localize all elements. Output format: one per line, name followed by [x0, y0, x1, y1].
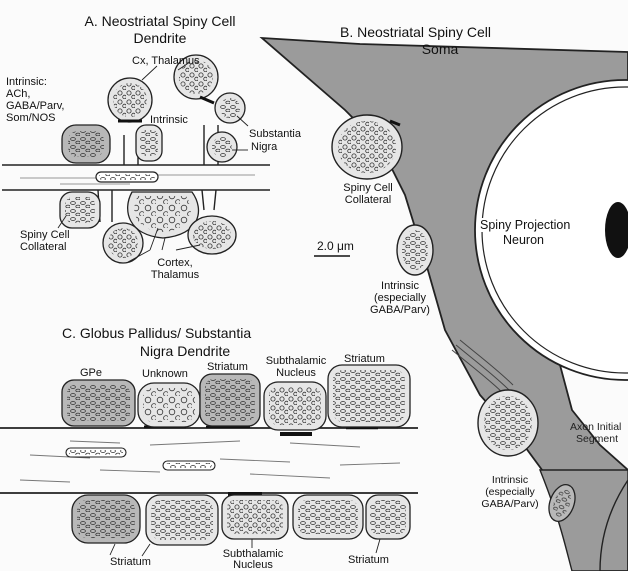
- bouton-intrinsic-axon: [478, 390, 538, 456]
- label-axon-line2: Segment: [576, 433, 618, 445]
- bouton-substantia-nigra-1: [215, 93, 245, 123]
- panel-b-title-line1: B. Neostriatal Spiny Cell: [340, 24, 491, 40]
- label-spiny-collateral-b-line2: Collateral: [330, 194, 406, 206]
- bouton-spiny-collateral-b: [332, 115, 402, 179]
- label-striatum-bottom-left: Striatum: [110, 556, 151, 568]
- label-cortex-line1: Cortex,: [140, 257, 210, 269]
- bouton-subthalamic-bottom: [222, 495, 288, 539]
- bouton-striatum-bottom2: [146, 495, 218, 545]
- label-unknown: Unknown: [142, 368, 188, 380]
- bouton-subthalamic-top: [264, 382, 326, 430]
- label-subthalamic-top-line1: Subthalamic: [260, 355, 332, 367]
- label-striatum-top2: Striatum: [344, 353, 385, 365]
- label-striatum-top1: Striatum: [207, 361, 248, 373]
- bouton-striatum-top2: [328, 365, 410, 427]
- bouton-striatum-bottom3: [293, 495, 363, 539]
- label-gpe: GPe: [80, 367, 102, 379]
- panel-a-title-line2: Dendrite: [60, 30, 260, 46]
- label-intrinsic-b-line3: GABA/Parv): [360, 304, 440, 316]
- label-intrinsic-b2-line2: (especially: [470, 486, 550, 498]
- bouton-striatum-bottom1: [72, 495, 140, 543]
- panel-c-title-line1: C. Globus Pallidus/ Substantia: [62, 325, 251, 341]
- bouton-cx-thalamus-a1: [108, 78, 152, 122]
- label-substantia-line1: Substantia: [249, 128, 301, 140]
- label-spiny-collateral-b-line1: Spiny Cell: [330, 182, 406, 194]
- scale-bar-label: 2.0 μm: [317, 240, 354, 252]
- label-subthalamic-bottom-line2: Nucleus: [215, 559, 291, 571]
- label-spiny-projection-line1: Spiny Projection: [478, 218, 572, 232]
- label-intrinsic-line2: ACh,: [6, 88, 30, 100]
- bouton-gpe: [62, 380, 135, 426]
- label-substantia-line2: Nigra: [251, 141, 277, 153]
- label-intrinsic-line1: Intrinsic:: [6, 76, 47, 88]
- label-spiny-collateral-a-line2: Collateral: [20, 241, 66, 253]
- label-intrinsic-line4: Som/NOS: [6, 112, 56, 124]
- pallidal-dendrite-c: [0, 427, 418, 494]
- label-intrinsic-b2-line3: GABA/Parv): [470, 498, 550, 510]
- label-axon-line1: Axon Initial: [570, 421, 621, 433]
- bouton-intrinsic-b: [397, 225, 433, 275]
- panel-c-title-line2: Nigra Dendrite: [110, 343, 260, 359]
- label-intrinsic-b-line1: Intrinsic: [360, 280, 440, 292]
- bouton-spiny-collateral-a: [60, 192, 100, 228]
- bouton-striatum-bottom4: [366, 495, 410, 539]
- label-cx-thalamus: Cx, Thalamus: [132, 55, 200, 67]
- bouton-intrinsic-a: [136, 125, 162, 161]
- label-cortex-line2: Thalamus: [140, 269, 210, 281]
- bouton-unknown: [138, 383, 200, 427]
- label-intrinsic-b-line2: (especially: [360, 292, 440, 304]
- label-subthalamic-top-line2: Nucleus: [260, 367, 332, 379]
- bouton-intrinsic-ach: [62, 125, 110, 163]
- bouton-substantia-nigra-2: [207, 132, 237, 162]
- panel-b-title-line2: Soma: [360, 41, 520, 57]
- label-spiny-collateral-a-line1: Spiny Cell: [20, 229, 70, 241]
- label-striatum-bottom-right: Striatum: [348, 554, 389, 566]
- label-intrinsic-mid: Intrinsic: [150, 114, 188, 126]
- bouton-striatum-top1: [200, 374, 260, 426]
- label-spiny-projection-line2: Neuron: [501, 233, 546, 247]
- bouton-cortex-thalamus-2: [188, 216, 236, 254]
- label-intrinsic-line3: GABA/Parv,: [6, 100, 64, 112]
- panel-a-title-line1: A. Neostriatal Spiny Cell: [60, 13, 260, 29]
- label-intrinsic-b2-line1: Intrinsic: [470, 474, 550, 486]
